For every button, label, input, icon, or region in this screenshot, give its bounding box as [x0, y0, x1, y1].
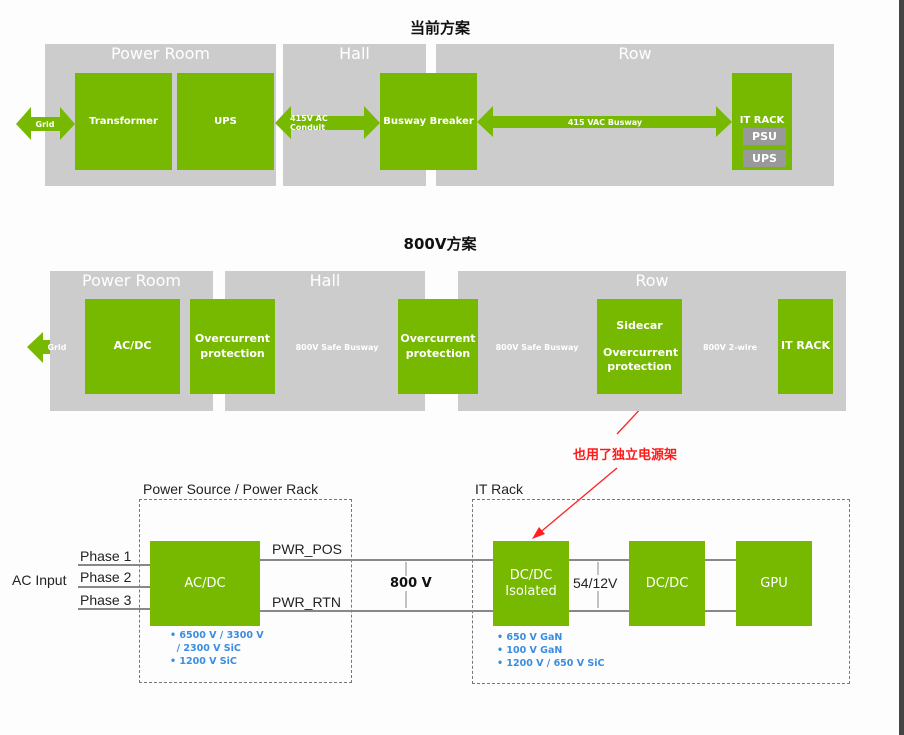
it-rack-frame: [472, 499, 850, 684]
phase-2-wire: [78, 586, 150, 588]
bullet: / 2300 V SiC: [170, 642, 241, 654]
ocp-box-2: Overcurrent protection: [398, 299, 478, 394]
annotation-arrowhead-down: [532, 527, 545, 539]
power-source-frame: [139, 499, 352, 683]
acdc-source-box: AC/DC: [150, 541, 260, 626]
it-rack-label: IT RACK: [739, 115, 785, 126]
rack-bullets: • 650 V GaN• 100 V GaN• 1200 V / 650 V S…: [497, 632, 604, 670]
busway-arrow: [477, 106, 732, 137]
zone-label: Row: [618, 44, 652, 63]
zone-label: Hall: [309, 271, 341, 290]
mid-rtn-wire: [569, 610, 629, 612]
pwr-pos-wire: [260, 559, 494, 561]
power-source-label: Power Source / Power Rack: [143, 481, 319, 497]
source-bullets: • 6500 V / 3300 V / 2300 V SiC• 1200 V S…: [170, 630, 264, 668]
psu-chip: PSU: [743, 128, 786, 145]
gpu-rtn-wire: [705, 610, 736, 612]
ups-box: UPS: [177, 73, 274, 170]
bullet: • 1200 V SiC: [170, 655, 237, 667]
zone-label: Power Room: [110, 44, 211, 63]
gpu-pos-wire: [705, 559, 736, 561]
grid-label-800v: Grid: [47, 342, 67, 352]
bullet: • 650 V GaN: [497, 632, 563, 643]
busway-label: 415 VAC Busway: [567, 117, 643, 127]
ac-input-label: AC Input: [12, 572, 67, 588]
phase-3-wire: [78, 608, 150, 610]
annotation-arrow-down: [536, 467, 618, 536]
800v-scheme-title: 800V方案: [403, 235, 477, 253]
dcdc-isolated-box: DC/DC Isolated: [493, 541, 569, 626]
bullet: • 6500 V / 3300 V: [170, 630, 264, 641]
mid-voltage-label: 54/12V: [573, 575, 618, 591]
conduit-arrow: [275, 106, 380, 139]
it-rack-box: IT RACK PSU UPS: [732, 73, 792, 170]
pwr-rtn-label: PWR_RTN: [272, 594, 341, 610]
safe-busway-label-2: 800V Safe Busway: [495, 342, 579, 352]
transformer-box: Transformer: [75, 73, 172, 170]
two-wire-label: 800V 2-wire: [702, 342, 758, 352]
grid-label: Grid: [35, 119, 55, 129]
phase-3-label: Phase 3: [80, 592, 132, 608]
safe-busway-label-1: 800V Safe Busway: [295, 342, 379, 352]
vertical-scrollbar[interactable]: [899, 0, 904, 735]
dcdc-isolated-line1: DC/DC: [509, 567, 553, 583]
sidecar-label: Sidecar: [616, 319, 663, 332]
phase-1-wire: [78, 564, 150, 566]
annotation-text: 也用了独立电源架: [572, 448, 677, 463]
it-rack-frame-label: IT Rack: [475, 481, 523, 497]
phase-1-label: Phase 1: [80, 548, 132, 564]
zone-label: Hall: [339, 44, 370, 63]
dcdc-box: DC/DC: [629, 541, 705, 626]
acdc-box: AC/DC: [85, 299, 180, 394]
zone-label: Power Room: [81, 271, 182, 290]
sidecar-box: Sidecar Overcurrent protection: [597, 299, 682, 394]
conduit-label: 415V AC Conduit: [290, 114, 328, 132]
ocp-box-1: Overcurrent protection: [190, 299, 275, 394]
pwr-rtn-wire: [260, 610, 494, 612]
voltage-800v-label: 800 V: [388, 576, 434, 591]
zone-label: Row: [635, 271, 669, 290]
gpu-box: GPU: [736, 541, 812, 626]
sidecar-ocp-label: Overcurrent protection: [603, 346, 679, 374]
it-rack-box-800v: IT RACK: [778, 299, 833, 394]
bullet: • 100 V GaN: [497, 644, 563, 656]
phase-2-label: Phase 2: [80, 569, 132, 585]
grid-arrow: [16, 107, 75, 140]
current-scheme-title: 当前方案: [409, 19, 470, 37]
mid-pos-wire: [569, 559, 629, 561]
bullet: • 1200 V / 650 V SiC: [497, 657, 605, 669]
busway-breaker-box: Busway Breaker: [380, 73, 477, 170]
pwr-pos-label: PWR_POS: [272, 541, 343, 557]
dcdc-isolated-line2: Isolated: [505, 583, 557, 599]
rack-ups-chip: UPS: [743, 150, 786, 167]
